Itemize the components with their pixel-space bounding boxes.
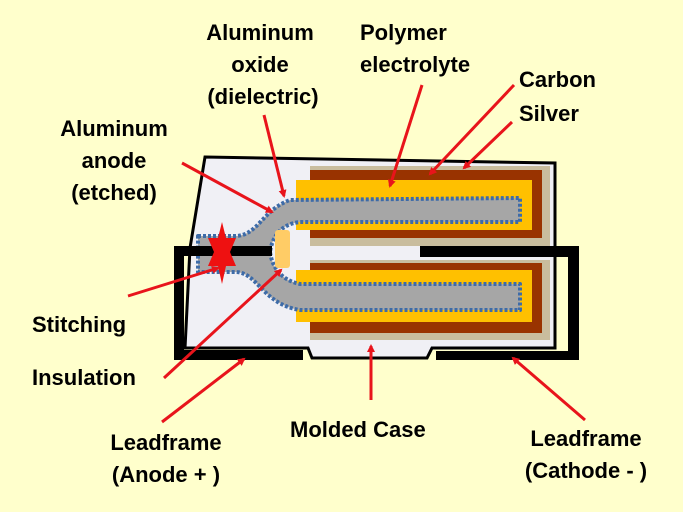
insulation-block [275, 230, 290, 268]
label-leadframe-anode-1: Leadframe [110, 430, 221, 455]
cathode-gap [296, 246, 421, 258]
stitching-mark [208, 222, 236, 284]
label-aluminum-oxide-3: (dielectric) [207, 84, 318, 109]
label-aluminum-oxide-2: oxide [231, 52, 288, 77]
label-silver: Silver [519, 101, 579, 126]
label-leadframe-anode-2: (Anode + ) [112, 462, 220, 487]
label-carbon: Carbon [519, 67, 596, 92]
label-aluminum-oxide-1: Aluminum [206, 20, 314, 45]
label-polymer-2: electrolyte [360, 52, 470, 77]
arrow-leadframe-anode [161, 357, 246, 424]
label-aluminum-anode-2: anode [82, 148, 147, 173]
label-molded-case: Molded Case [290, 417, 426, 442]
arrow-aluminum-oxide [262, 114, 287, 198]
arrow-carbon [428, 83, 516, 176]
label-polymer-1: Polymer [360, 20, 447, 45]
label-leadframe-cathode-2: (Cathode - ) [525, 458, 647, 483]
callout-arrows [127, 83, 586, 424]
arrow-polymer-electrolyte [387, 84, 424, 188]
arrow-aluminum-anode [181, 161, 274, 214]
label-leadframe-cathode-1: Leadframe [530, 426, 641, 451]
arrow-leadframe-cathode [511, 356, 586, 422]
aluminum-anode-foil [196, 196, 522, 312]
arrow-insulation [162, 268, 283, 380]
arrow-stitching [127, 265, 220, 298]
label-insulation: Insulation [32, 365, 136, 390]
label-aluminum-anode-1: Aluminum [60, 116, 168, 141]
label-aluminum-anode-3: (etched) [71, 180, 157, 205]
arrow-silver [462, 120, 514, 170]
label-stitching: Stitching [32, 312, 126, 337]
